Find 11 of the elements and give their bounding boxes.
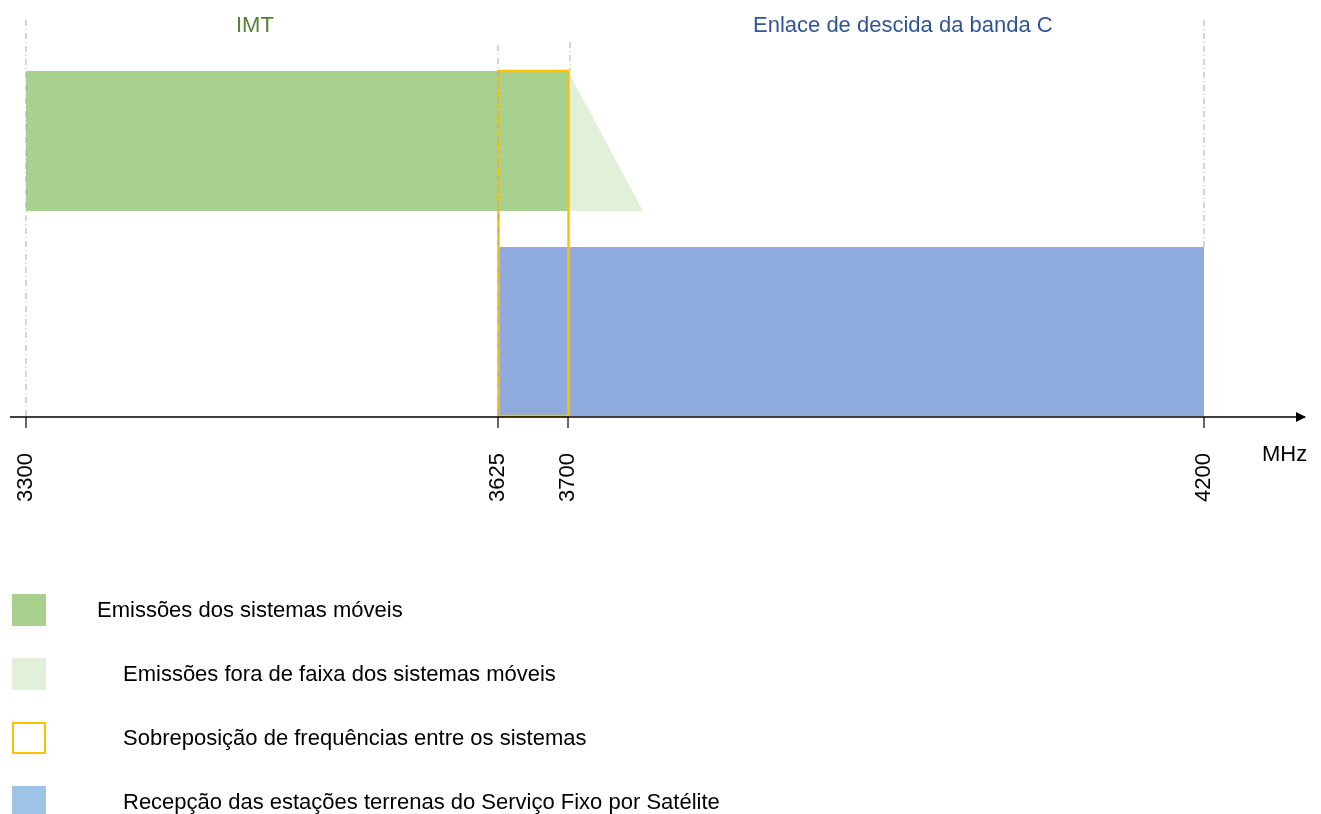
legend-text: Emissões dos sistemas móveis [97, 599, 403, 621]
unit-label: MHz [1262, 443, 1308, 465]
frequency-tick-label: 3700 [556, 453, 578, 502]
frequency-tick-label: 4200 [1192, 453, 1214, 502]
frequency-tick-label: 3625 [486, 453, 508, 502]
frequency-tick-label: 3300 [14, 453, 36, 502]
legend-text: Sobreposição de frequências entre os sistemas [123, 727, 587, 749]
band-label: IMT [236, 14, 274, 36]
legend-text: Emissões fora de faixa dos sistemas móveis [123, 663, 556, 685]
legend-text: Recepção das estações terrenas do Serviço Fixo por Satélite [123, 791, 720, 813]
band-label: Enlace de descida da banda C [753, 14, 1053, 36]
